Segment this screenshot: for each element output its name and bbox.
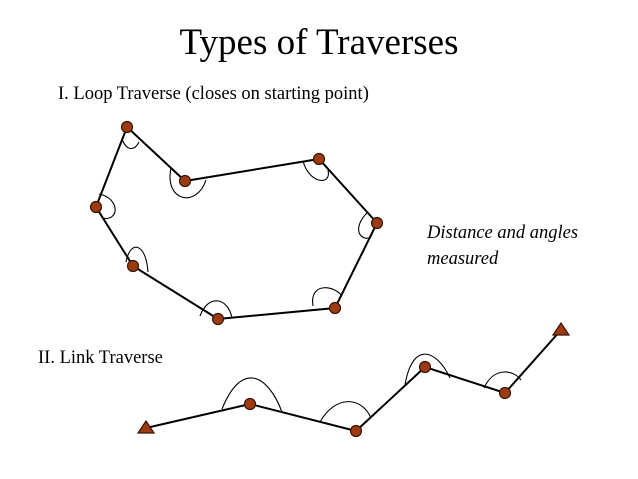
angle-arc <box>358 211 370 239</box>
station-icon <box>312 152 326 166</box>
angle-arc <box>125 246 149 273</box>
angle-arc <box>169 167 207 199</box>
station-icon <box>178 174 192 188</box>
angle-arc <box>483 371 522 389</box>
slide-title: Types of Traverses <box>179 22 459 63</box>
station-icon <box>328 301 342 315</box>
annotation-line-2: measured <box>427 249 499 269</box>
angle-arc <box>98 193 116 219</box>
angle-arc <box>404 353 451 386</box>
station-icon <box>243 397 257 411</box>
link-traverse-label: II. Link Traverse <box>38 348 163 368</box>
angle-arc <box>302 160 329 181</box>
angle-arc <box>312 287 343 307</box>
station-icon <box>418 360 432 374</box>
angle-arc <box>319 401 372 423</box>
station-icon <box>349 424 363 438</box>
station-icon <box>498 386 512 400</box>
station-icon <box>126 259 140 273</box>
angle-arc <box>221 377 283 413</box>
angle-arc <box>121 138 140 149</box>
angle-arc <box>199 300 233 319</box>
station-icon <box>370 216 384 230</box>
annotation-text: Distance and angles measured <box>427 220 578 272</box>
station-icon <box>120 120 134 134</box>
link-traverse-line <box>145 329 562 433</box>
control-point-icon <box>551 321 571 336</box>
control-point-icon <box>136 419 156 434</box>
station-icon <box>89 200 103 214</box>
annotation-line-1: Distance and angles <box>427 223 579 243</box>
loop-traverse-label: I. Loop Traverse (closes on starting poi… <box>58 84 369 104</box>
station-icon <box>211 312 225 326</box>
